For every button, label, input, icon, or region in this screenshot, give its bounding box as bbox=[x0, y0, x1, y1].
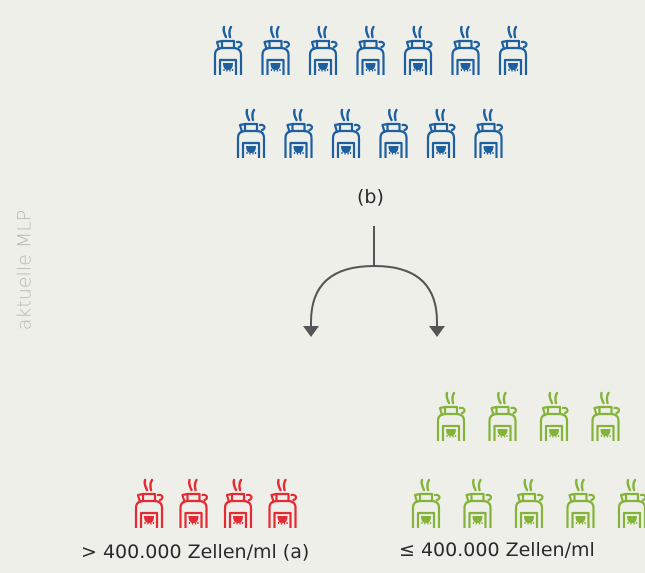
arrow-head-left bbox=[303, 326, 319, 337]
cow-icon bbox=[261, 25, 291, 77]
cow-icon bbox=[331, 108, 361, 160]
cow-icon bbox=[134, 478, 164, 530]
arrow-head-right bbox=[429, 326, 445, 337]
cow-icon bbox=[308, 25, 338, 77]
cow-icon bbox=[498, 25, 528, 77]
cow-icon bbox=[213, 25, 243, 77]
herd-all bbox=[213, 25, 528, 160]
cow-icon bbox=[539, 391, 569, 443]
cow-icon bbox=[223, 478, 253, 530]
cow-icon bbox=[463, 478, 493, 530]
cow-icon bbox=[284, 108, 314, 160]
low-cell-count-label: ≤ 400.000 Zellen/ml bbox=[399, 539, 595, 561]
cow-icon bbox=[403, 25, 433, 77]
side-label: aktuelle MLP bbox=[13, 209, 35, 331]
cow-icon bbox=[451, 25, 481, 77]
herd-high bbox=[134, 478, 298, 530]
cow-icon bbox=[617, 478, 645, 530]
split-arrows bbox=[303, 226, 445, 337]
cow-icon bbox=[488, 391, 518, 443]
cow-icon bbox=[179, 478, 209, 530]
side-label-container: aktuelle MLP bbox=[4, 180, 44, 360]
cow-icon bbox=[236, 108, 266, 160]
group-b-label: (b) bbox=[357, 186, 384, 208]
cow-icon bbox=[566, 478, 596, 530]
cow-icon bbox=[514, 478, 544, 530]
high-cell-count-label: > 400.000 Zellen/ml (a) bbox=[81, 541, 310, 563]
cow-icon bbox=[474, 108, 504, 160]
cow-icon bbox=[379, 108, 409, 160]
cow-icon bbox=[436, 391, 466, 443]
cow-icon bbox=[426, 108, 456, 160]
cow-icon bbox=[411, 478, 441, 530]
split-arc bbox=[310, 264, 438, 328]
cow-icon bbox=[591, 391, 621, 443]
cow-icon bbox=[268, 478, 298, 530]
cow-icon bbox=[356, 25, 386, 77]
herd-low bbox=[411, 391, 645, 530]
